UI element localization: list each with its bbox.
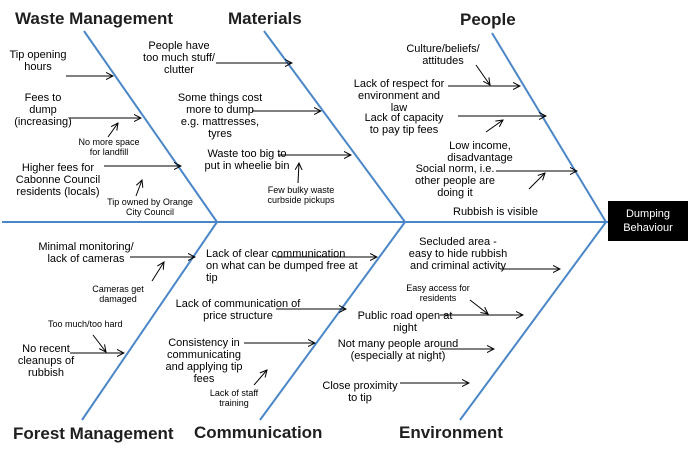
heading-materials: Materials — [228, 9, 302, 28]
bone-environment — [459, 221, 607, 421]
arrow-culture-beliefs — [475, 64, 490, 85]
heading-forest-management: Forest Management — [13, 424, 174, 443]
arrow-tip-owned — [135, 180, 142, 197]
arrow-too-much-hard — [92, 334, 106, 352]
cause-rubbish-visible: Rubbish is visible — [453, 206, 538, 218]
cause-minimal-monitoring: Minimal monitoring/lack of cameras — [38, 241, 134, 265]
heading-environment: Environment — [399, 423, 503, 442]
arrow-few-bulky — [298, 163, 299, 184]
heading-people: People — [460, 10, 516, 29]
arrow-lack-staff-training — [253, 370, 267, 386]
arrow-no-space-landfill — [107, 123, 118, 138]
arrow-cameras-damaged — [151, 262, 164, 282]
cause-culture-beliefs: Culture/beliefs/attitudes — [406, 43, 480, 67]
arrow-low-income — [485, 120, 503, 133]
cause-not-many-people: Not many people around(especially at nig… — [337, 338, 459, 362]
bone-waste-management — [83, 30, 218, 223]
arrow-easy-access — [469, 299, 488, 314]
cause-low-income: Low income,disadvantage — [447, 140, 513, 164]
cause-too-much-hard: Too much/too hard — [48, 319, 123, 329]
arrow-rubbish-visible — [528, 173, 545, 190]
effect-label: Dumping Behaviour — [623, 208, 673, 234]
bone-people — [491, 32, 607, 223]
heading-communication: Communication — [194, 423, 323, 442]
effect-box-dumping-behaviour: Dumping Behaviour — [608, 201, 688, 241]
bone-communication — [259, 221, 406, 421]
heading-waste-management: Waste Management — [15, 9, 174, 28]
